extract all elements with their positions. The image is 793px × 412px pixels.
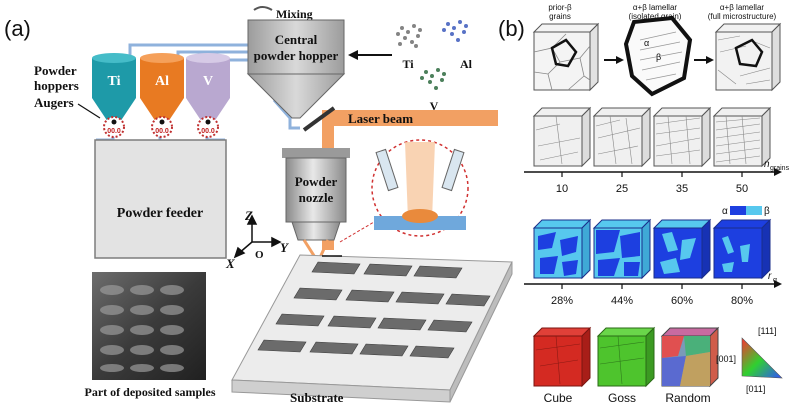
grains-tick-label-2: 35 <box>676 183 688 195</box>
ralpha-tick-label-2: 60% <box>671 295 693 307</box>
axis-indicator <box>233 214 282 259</box>
hopper-ti: Ti <box>92 53 136 122</box>
grains-tick-label-3: 50 <box>736 183 748 195</box>
top-label-2-line2: (isolated grain) <box>629 12 682 21</box>
texture-cube-cube <box>532 326 592 388</box>
hopper-v: V <box>186 53 230 122</box>
ipf-triangle: [111] [001] [011] <box>716 326 783 394</box>
powder-v-label: V <box>430 99 439 113</box>
prior-beta-cube <box>532 22 600 92</box>
full-microstructure-cube <box>714 22 782 92</box>
powder-feeder-label: Powder feeder <box>117 206 203 221</box>
auger-gauge-v-value: 00.0 <box>201 128 215 135</box>
ralpha-tick-label-1: 44% <box>611 295 633 307</box>
ralpha-axis-label: r <box>768 271 772 282</box>
grains-axis-arrowhead <box>774 168 782 176</box>
top-label-1-line1: prior-β <box>548 3 572 12</box>
mixing-label: Mixing <box>276 7 313 21</box>
beta-legend-swatch <box>746 206 762 215</box>
powder-hoppers-label-1: Powder <box>34 63 77 78</box>
alpha-cube-60 <box>652 218 712 280</box>
powder-input-arrowhead <box>348 50 358 60</box>
top-label-1-line2: grains <box>549 12 571 21</box>
panel-a: (a) Ti Al V <box>4 6 513 405</box>
deposited-samples-photo <box>92 272 206 380</box>
grains-cube-50 <box>712 106 772 168</box>
grains-tick-label-0: 10 <box>556 183 568 195</box>
ipf-011-label: [011] <box>746 384 765 394</box>
grains-cube-35 <box>652 106 712 168</box>
alpha-cube-44 <box>592 218 652 280</box>
top-label-3-line1: α+β lamellar <box>720 3 764 12</box>
powder-al-label: Al <box>460 57 473 71</box>
substrate-label: Substrate <box>290 390 344 405</box>
substrate <box>231 254 513 403</box>
alpha-legend-label: α <box>722 206 728 217</box>
ralpha-ticks <box>561 284 743 289</box>
isolated-grain-cube: α β <box>623 15 693 97</box>
axis-z-label: Z <box>244 208 253 223</box>
axis-x-label: X <box>225 256 235 271</box>
ipf-111-label: [111] <box>758 326 777 336</box>
powder-particles: Ti Al V <box>396 20 473 113</box>
auger-gauge-al-value: 00.0 <box>155 128 169 135</box>
powder-feeder-box <box>94 139 227 259</box>
panel-b-label: (b) <box>498 16 525 41</box>
texture-cube-goss <box>596 326 656 388</box>
cube-beta-label: β <box>656 52 661 62</box>
axis-y-label: Y <box>280 240 289 255</box>
ipf-001-label: [001] <box>716 354 736 364</box>
powder-ti-label: Ti <box>402 57 414 71</box>
texture-cube-random <box>660 326 720 388</box>
auger-gauge-ti-value: 00.0 <box>107 128 121 135</box>
top-label-3-line2: (full microstructure) <box>708 12 777 21</box>
augers-label: Augers <box>34 95 74 110</box>
cube-alpha-label: α <box>644 38 649 48</box>
top-label-2-line1: α+β lamellar <box>633 3 677 12</box>
powder-hoppers-label-2: hoppers <box>34 78 79 93</box>
ralpha-axis-arrowhead <box>774 280 782 288</box>
grains-cube-25 <box>592 106 652 168</box>
powder-nozzle: Powder nozzle <box>282 148 350 263</box>
grains-cube-10 <box>532 106 592 168</box>
hopper-al: Al <box>140 53 184 122</box>
axis-o-label: O <box>255 249 264 261</box>
nozzle-label-1: Powder <box>295 174 338 189</box>
auger-gauge-v: 00.0 <box>197 116 219 138</box>
ralpha-tick-label-0: 28% <box>551 295 573 307</box>
texture-label-cube: Cube <box>544 391 573 405</box>
texture-label-random: Random <box>665 391 710 405</box>
grains-cubes <box>532 106 772 168</box>
ralpha-axis-sub: α <box>773 277 777 284</box>
texture-label-goss: Goss <box>608 391 636 405</box>
panel-b: (b) prior-β grains α+β lamellar (isolate… <box>498 3 790 405</box>
central-hopper-label-1: Central <box>275 32 318 47</box>
alpha-legend-swatch <box>730 206 746 215</box>
hopper-ti-label: Ti <box>108 74 121 89</box>
melt-pool-detail <box>371 139 469 237</box>
hopper-al-label: Al <box>155 74 169 89</box>
samples-caption: Part of deposited samples <box>85 385 216 399</box>
alpha-cube-80 <box>712 218 772 280</box>
grains-axis-sub: grains <box>770 165 790 172</box>
central-powder-hopper: Mixing Central powder hopper <box>246 6 346 119</box>
alpha-beta-legend: α β <box>722 206 770 217</box>
alpha-fraction-cubes <box>532 218 772 280</box>
nozzle-label-2: nozzle <box>299 190 334 205</box>
grains-tick-label-1: 25 <box>616 183 628 195</box>
augers-pointer <box>77 103 101 119</box>
hopper-v-label: V <box>203 74 213 89</box>
auger-gauge-al: 00.0 <box>151 116 173 138</box>
grains-axis-label: n <box>764 159 770 170</box>
laser-beam-label: Laser beam <box>348 111 413 126</box>
central-hopper-label-2: powder hopper <box>254 48 339 63</box>
auger-gauge-ti: 00.0 <box>103 116 125 138</box>
grains-ticks <box>561 172 743 177</box>
panel-a-label: (a) <box>4 16 31 41</box>
alpha-cube-28 <box>532 218 592 280</box>
ralpha-tick-label-3: 80% <box>731 295 753 307</box>
beta-legend-label: β <box>764 206 770 217</box>
